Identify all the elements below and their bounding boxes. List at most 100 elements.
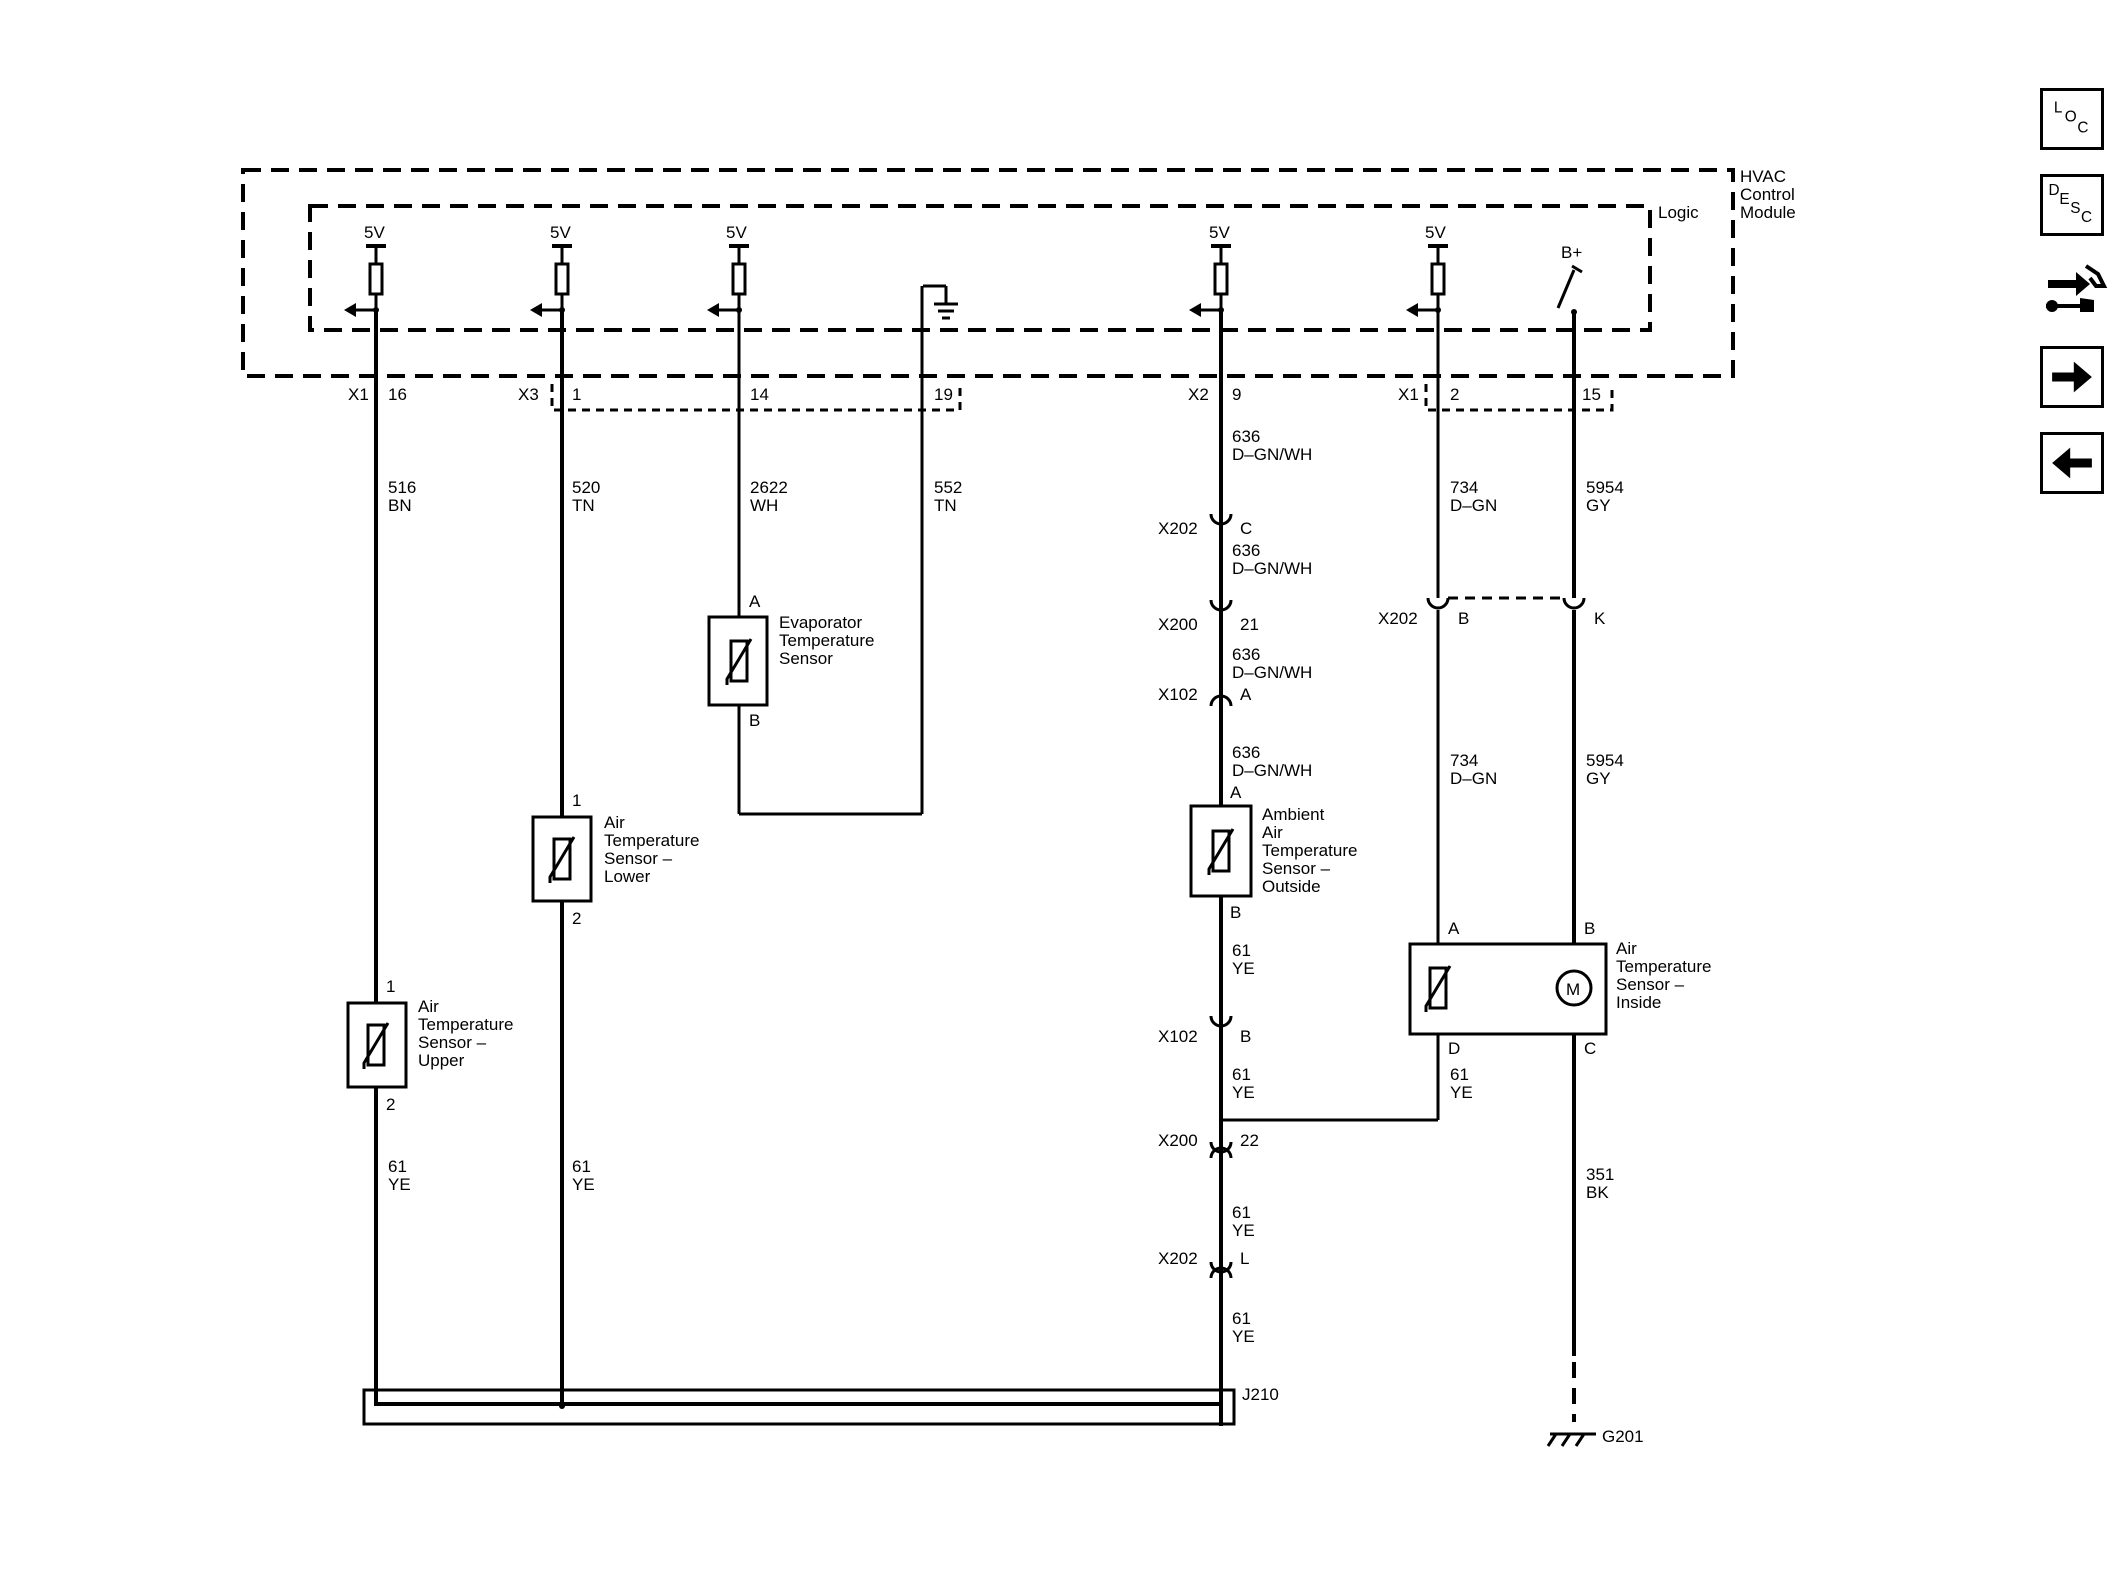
- wire-351-num: 351: [1586, 1165, 1614, 1184]
- pin-19: 19: [934, 385, 953, 404]
- wire-61-upper-color: YE: [388, 1175, 411, 1194]
- wire-636-1-num: 636: [1232, 427, 1260, 446]
- ambient-label-1: Ambient: [1262, 805, 1325, 824]
- conn-x3: X3: [518, 385, 539, 404]
- next-page-button[interactable]: [2040, 346, 2104, 408]
- evap-sensor-box: [707, 615, 769, 707]
- inline-x102b-pin: B: [1240, 1027, 1251, 1046]
- inline-x200-21-pin: 21: [1240, 615, 1259, 634]
- inside-label-3: Sensor –: [1616, 975, 1685, 994]
- wire-61-upper-num: 61: [388, 1157, 407, 1176]
- wire-61-b-color: YE: [1232, 1083, 1255, 1102]
- wire-516-color: BN: [388, 496, 412, 515]
- splice-j210: [362, 1388, 1236, 1426]
- inline-x202c-conn: X202: [1158, 519, 1198, 538]
- upper-label-4: Upper: [418, 1051, 465, 1070]
- ambient-pinB: B: [1230, 903, 1241, 922]
- svg-text:5V: 5V: [550, 223, 571, 242]
- wire-5954-2-color: GY: [1586, 769, 1611, 788]
- connector-tool-icon[interactable]: [2040, 256, 2110, 322]
- ref5v-x2-9: 5V: [1189, 223, 1233, 317]
- location-button[interactable]: L O C: [2040, 88, 2104, 150]
- ambient-pinA: A: [1230, 783, 1242, 802]
- upper-label-2: Temperature: [418, 1015, 513, 1034]
- wire-552-num: 552: [934, 478, 962, 497]
- wire-61-lower-color: YE: [572, 1175, 595, 1194]
- pin-1: 1: [572, 385, 581, 404]
- pin-16: 16: [388, 385, 407, 404]
- wire-636-3-num: 636: [1232, 645, 1260, 664]
- previous-page-button[interactable]: [2040, 432, 2104, 494]
- inside-label-4: Inside: [1616, 993, 1661, 1012]
- svg-text:L: L: [2054, 100, 2063, 117]
- svg-text:S: S: [2070, 200, 2080, 217]
- inline-x202k-pin: K: [1594, 609, 1606, 628]
- conn-x2: X2: [1188, 385, 1209, 404]
- upper-pin2: 2: [386, 1095, 395, 1114]
- upper-pin1: 1: [386, 977, 395, 996]
- wire-516-num: 516: [388, 478, 416, 497]
- wire-734-1-num: 734: [1450, 478, 1478, 497]
- wire-61-inside-color: YE: [1450, 1083, 1473, 1102]
- ref5v-x1-2: 5V: [1406, 223, 1450, 317]
- wire-61-amb-color: YE: [1232, 959, 1255, 978]
- svg-text:5V: 5V: [1209, 223, 1230, 242]
- svg-text:O: O: [2065, 109, 2077, 126]
- inline-x200-22-pin: 22: [1240, 1131, 1259, 1150]
- ambient-label-4: Sensor –: [1262, 859, 1331, 878]
- motor-label: M: [1566, 980, 1580, 999]
- svg-text:D: D: [2049, 182, 2060, 199]
- lower-label-2: Temperature: [604, 831, 699, 850]
- wire-61-amb-num: 61: [1232, 941, 1251, 960]
- logic-label: Logic: [1658, 203, 1699, 222]
- inline-x102a-pin: A: [1240, 685, 1252, 704]
- previous-arrow-icon: [2052, 447, 2092, 479]
- wire-61-d-color: YE: [1232, 1327, 1255, 1346]
- wire-2622-color: WH: [750, 496, 778, 515]
- lower-pin2: 2: [572, 909, 581, 928]
- wire-636-1-color: D–GN/WH: [1232, 445, 1312, 464]
- upper-label-1: Air: [418, 997, 439, 1016]
- ref5v-x1-16: 5V: [344, 223, 388, 317]
- inline-x200-21-conn: X200: [1158, 615, 1198, 634]
- inline-x202b-pin: B: [1458, 609, 1469, 628]
- wire-61-c-color: YE: [1232, 1221, 1255, 1240]
- wire-734-2-num: 734: [1450, 751, 1478, 770]
- inside-pinB: B: [1584, 919, 1595, 938]
- pin-14: 14: [750, 385, 769, 404]
- wire-5954-2-num: 5954: [1586, 751, 1624, 770]
- module-name-line2: Control: [1740, 185, 1795, 204]
- ambient-label-2: Air: [1262, 823, 1283, 842]
- inline-x200-22-conn: X200: [1158, 1131, 1198, 1150]
- svg-text:5V: 5V: [726, 223, 747, 242]
- svg-text:5V: 5V: [364, 223, 385, 242]
- svg-text:G201: G201: [1602, 1427, 1644, 1446]
- inline-x202l-conn: X202: [1158, 1249, 1198, 1268]
- lower-label-4: Lower: [604, 867, 651, 886]
- pin-9: 9: [1232, 385, 1241, 404]
- inside-pinD: D: [1448, 1039, 1460, 1058]
- inside-pinA: A: [1448, 919, 1460, 938]
- wire-636-2-color: D–GN/WH: [1232, 559, 1312, 578]
- wire-2622-num: 2622: [750, 478, 788, 497]
- wire-351-color: BK: [1586, 1183, 1609, 1202]
- lower-pin1: 1: [572, 791, 581, 810]
- ref5v-x3-14: 5V: [707, 223, 751, 317]
- description-button[interactable]: D E S C: [2040, 174, 2104, 236]
- wire-636-4-color: D–GN/WH: [1232, 761, 1312, 780]
- wire-5954-1-color: GY: [1586, 496, 1611, 515]
- wire-552-color: TN: [934, 496, 957, 515]
- wire-61-b-num: 61: [1232, 1065, 1251, 1084]
- upper-label-3: Sensor –: [418, 1033, 487, 1052]
- svg-text:C: C: [2081, 209, 2092, 226]
- wire-5954-1-num: 5954: [1586, 478, 1624, 497]
- conn-x1-a: X1: [348, 385, 369, 404]
- ref5v-x3-1: 5V: [530, 223, 574, 317]
- inside-label-1: Air: [1616, 939, 1637, 958]
- lower-label-3: Sensor –: [604, 849, 673, 868]
- wire-61-d-num: 61: [1232, 1309, 1251, 1328]
- inline-x102a-conn: X102: [1158, 685, 1198, 704]
- svg-text:5V: 5V: [1425, 223, 1446, 242]
- module-name-line1: HVAC: [1740, 167, 1786, 186]
